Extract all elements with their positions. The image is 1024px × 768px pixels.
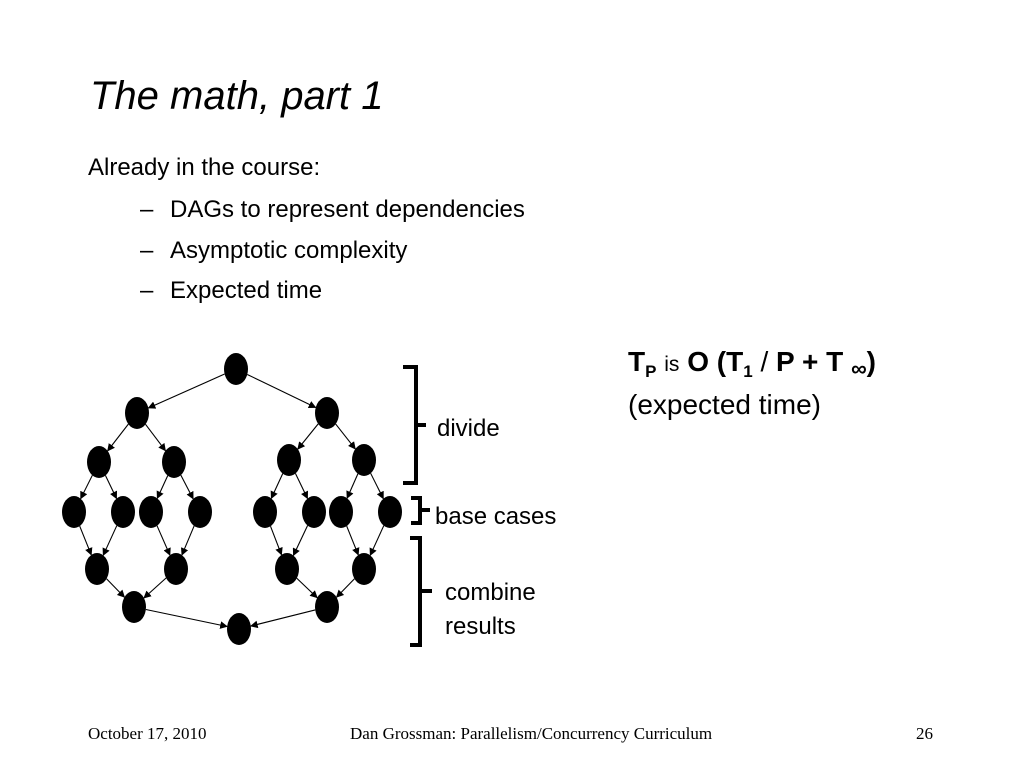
formula-close: ) <box>866 346 876 377</box>
bullet-text: Expected time <box>170 277 323 304</box>
dag-edge <box>269 526 283 556</box>
bullet-dash: – <box>140 277 154 304</box>
dag-edge <box>297 423 319 450</box>
dag-node <box>315 591 339 623</box>
divide-label: divide <box>437 415 500 442</box>
formula-caption: (expected time) <box>628 389 821 420</box>
dag-edge <box>294 473 309 500</box>
dag-edge <box>346 473 359 499</box>
formula: TP is O (T1 / P + T ∞) (expected time) <box>628 344 876 423</box>
formula-o-open: O (T <box>687 346 744 377</box>
bullet-item: –Asymptotic complexity <box>140 237 525 278</box>
braces <box>403 365 432 647</box>
dag-node <box>224 353 248 385</box>
dag-node <box>275 553 299 585</box>
dag-edge <box>335 578 355 598</box>
dag-node <box>85 553 109 585</box>
dag-edges <box>79 373 385 629</box>
dag-edge <box>180 474 194 500</box>
dag-node <box>139 496 163 528</box>
dag-node <box>315 397 339 429</box>
bullet-dash: – <box>140 196 154 223</box>
formula-is: is <box>664 353 680 376</box>
formula-slash: / <box>760 346 769 377</box>
bullet-item: –DAGs to represent dependencies <box>140 196 525 237</box>
dag-node <box>253 496 277 528</box>
footer-author: Dan Grossman: Parallelism/Concurrency Cu… <box>350 724 713 743</box>
formula-sub-1: 1 <box>743 362 753 381</box>
dag-node <box>111 496 135 528</box>
dag-node <box>87 446 111 478</box>
dag-node <box>125 397 149 429</box>
dag-node <box>352 553 376 585</box>
dag-edge <box>296 577 318 599</box>
dag-node <box>162 446 186 478</box>
dag-edge <box>102 525 118 557</box>
dag-edge <box>80 475 93 500</box>
dag-edge <box>369 525 385 557</box>
base-cases-label: base cases <box>435 503 557 530</box>
dag-edge <box>292 525 309 557</box>
dag-node <box>188 496 212 528</box>
dag-edge <box>145 608 228 629</box>
dag-node <box>62 496 86 528</box>
formula-infinity: ∞ <box>850 356 867 381</box>
dag-edge <box>335 423 356 450</box>
dag-edge <box>106 578 126 598</box>
footer-date: October 17, 2010 <box>88 724 207 743</box>
formula-line: TP is O (T1 / P + T ∞) <box>628 344 876 387</box>
dag-edge <box>147 373 225 409</box>
dag-edge <box>346 525 360 556</box>
footer-page-number: 26 <box>916 724 933 743</box>
dag-node <box>277 444 301 476</box>
results-label: results <box>445 613 516 640</box>
combine-brace <box>410 536 432 647</box>
dag-edge <box>107 423 129 452</box>
dag-edge <box>247 373 317 409</box>
dag-edge <box>250 609 316 629</box>
slide-title: The math, part 1 <box>90 74 384 118</box>
bullet-text: Asymptotic complexity <box>170 236 408 264</box>
dag-edge <box>370 473 384 500</box>
base-cases-brace <box>411 496 430 525</box>
intro-text: Already in the course: <box>88 154 321 181</box>
dag-edge <box>104 475 118 500</box>
dag-edge <box>79 525 93 556</box>
formula-t: T <box>628 346 646 377</box>
dag-edge <box>143 577 167 599</box>
dag-edge <box>181 525 195 556</box>
dag-edge <box>145 423 166 452</box>
dag-node <box>329 496 353 528</box>
dag-edge <box>270 473 284 500</box>
bullet-list: –DAGs to represent dependencies –Asympto… <box>140 196 525 318</box>
dag-node <box>352 444 376 476</box>
dag-edge <box>156 475 169 500</box>
bullet-dash: – <box>140 236 154 264</box>
divide-brace <box>403 365 426 485</box>
bullet-item: –Expected time <box>140 277 525 318</box>
dag-node <box>164 553 188 585</box>
formula-sub-p: P <box>645 362 657 381</box>
dag-node <box>378 496 402 528</box>
bullet-text: DAGs to represent dependencies <box>170 196 525 223</box>
dag-node <box>302 496 326 528</box>
combine-label: combine <box>445 579 536 606</box>
dag-edge <box>156 525 171 556</box>
dag-nodes <box>62 353 402 645</box>
dag-node <box>122 591 146 623</box>
dag-node <box>227 613 251 645</box>
formula-p-plus-t: P + T <box>776 346 844 377</box>
